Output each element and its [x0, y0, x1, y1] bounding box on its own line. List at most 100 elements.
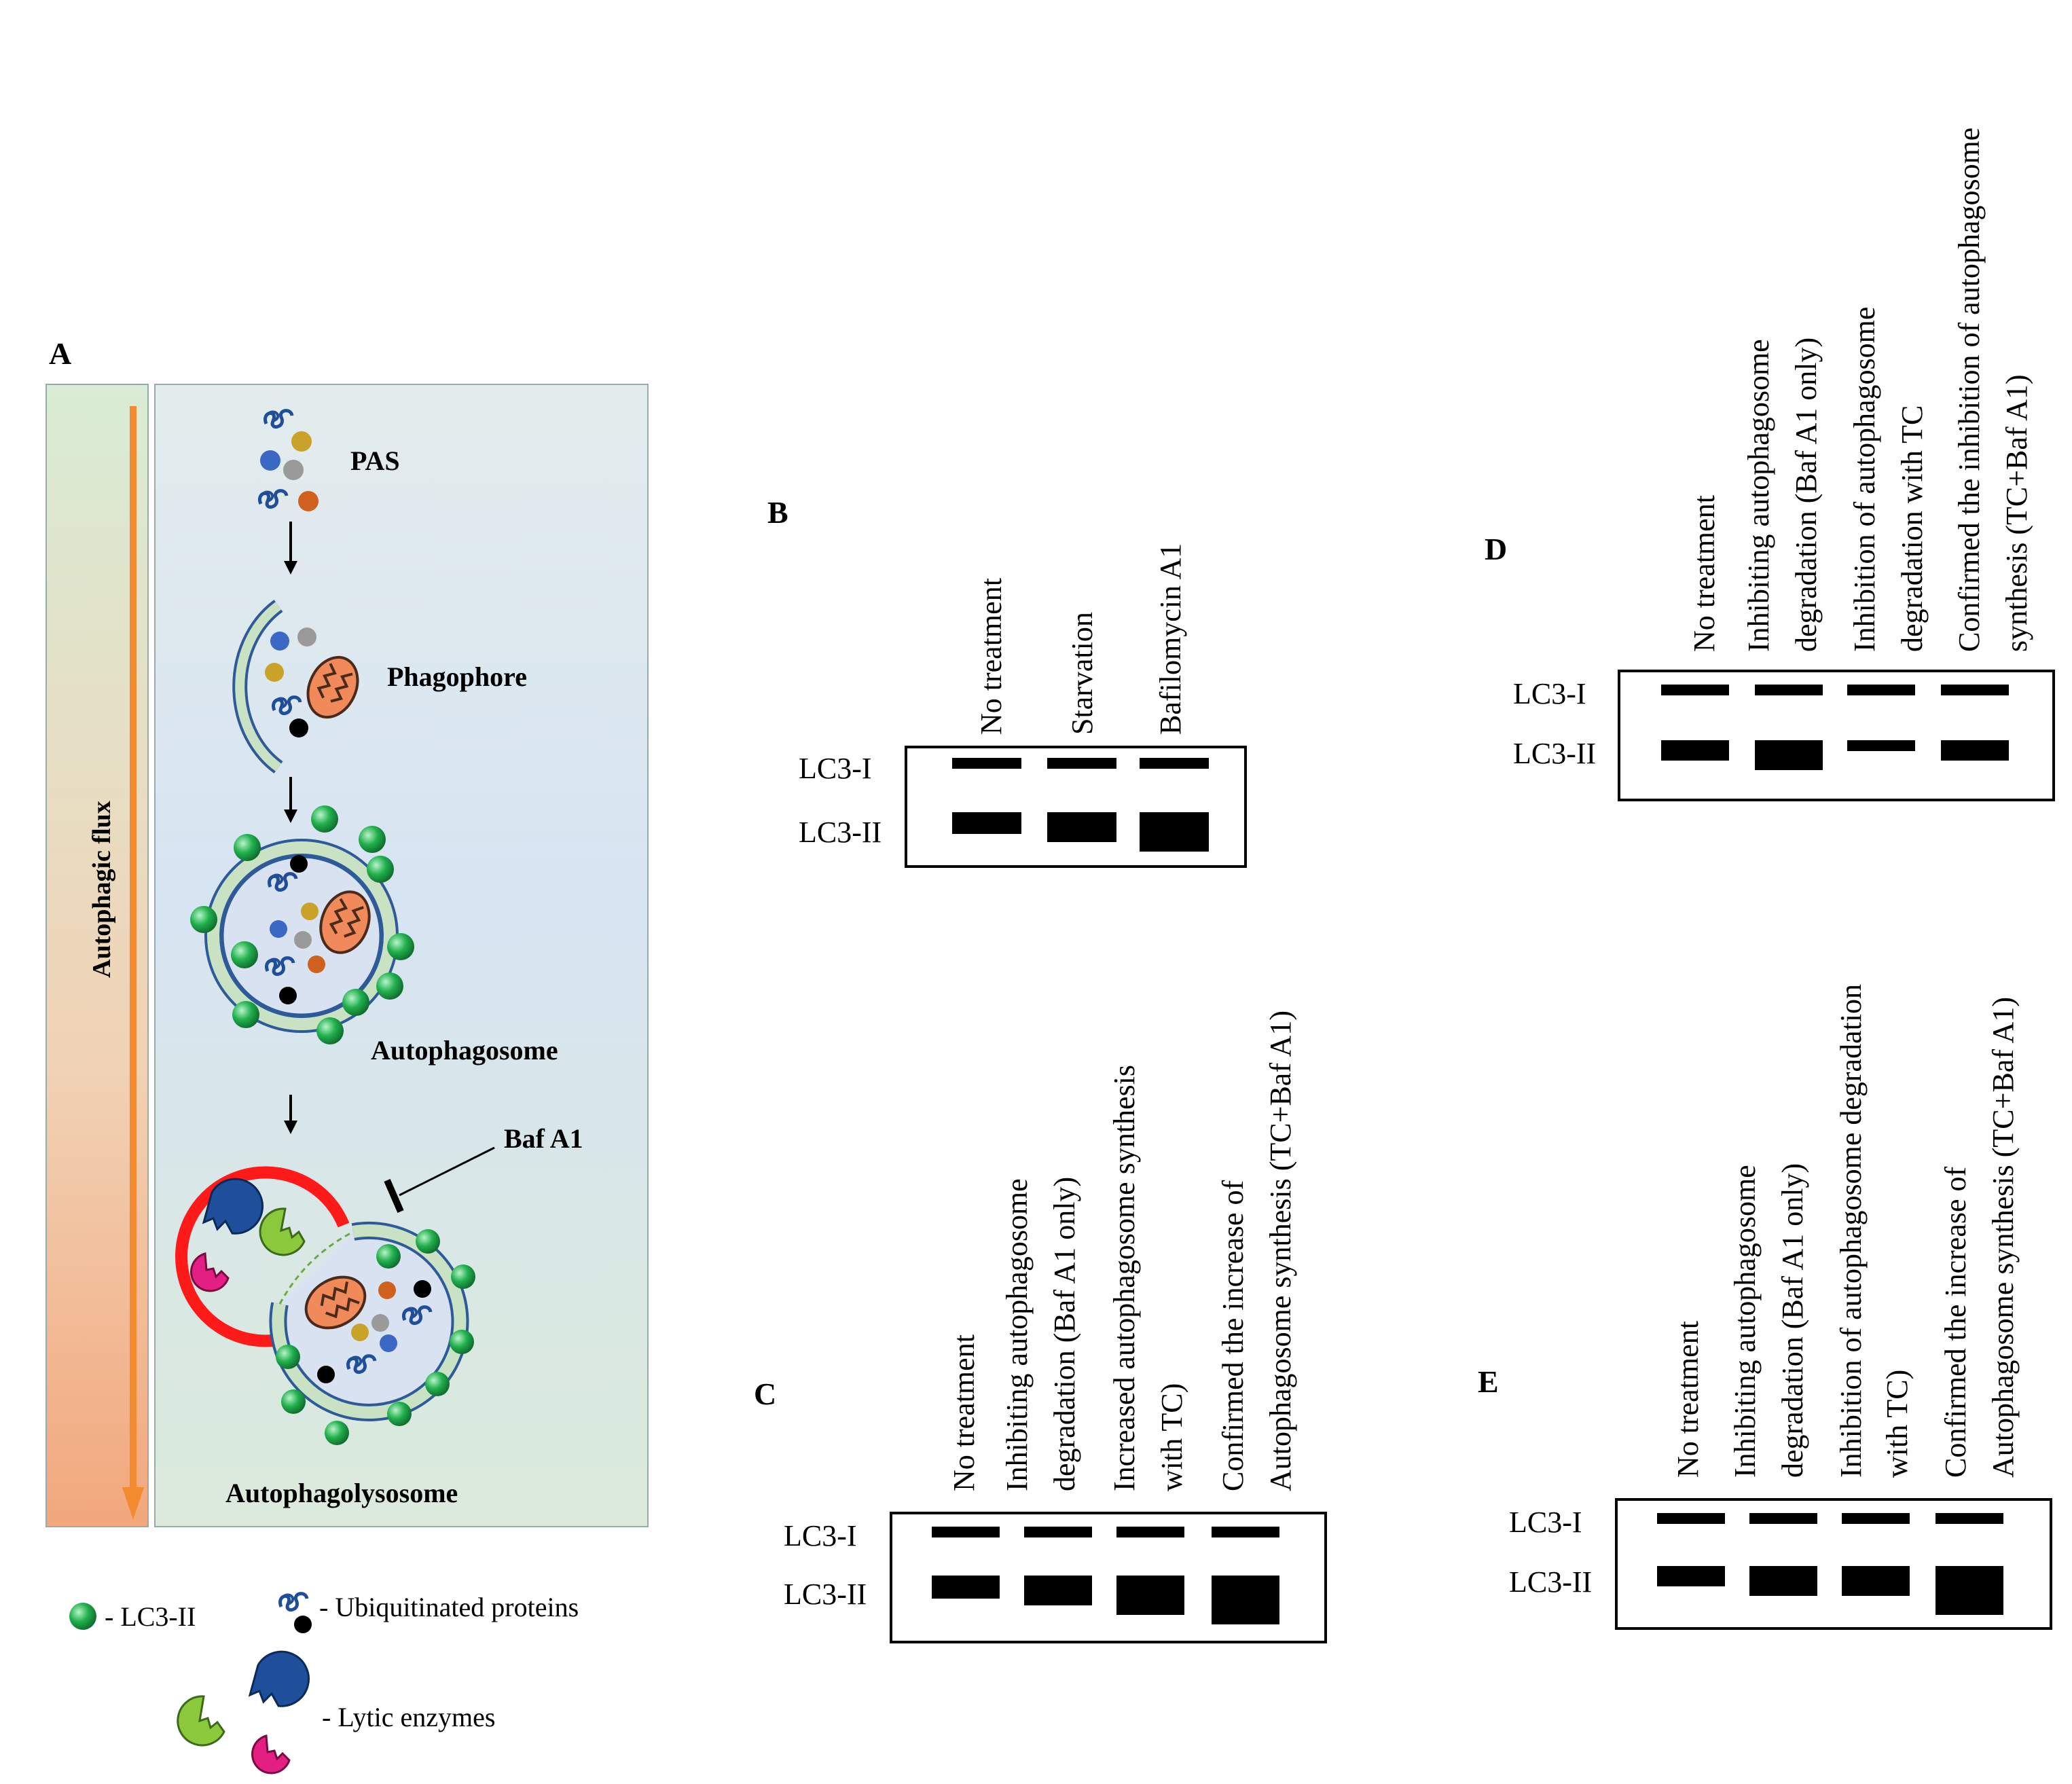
panel-a: A Autophagic flux PAS: [46, 336, 649, 1774]
lane-label-e-4b: Autophagosome synthesis (TC+Baf A1): [1986, 997, 2020, 1478]
particle: [260, 450, 280, 471]
lane-label-d-4b: synthesis (TC+Baf A1): [2000, 374, 2033, 652]
lane-label-b-2: Starvation: [1066, 612, 1099, 735]
band: [1847, 685, 1915, 695]
blot-bands-e: [1657, 1513, 2003, 1615]
band: [1047, 758, 1116, 769]
lane-label-b-1: No treatment: [975, 578, 1008, 735]
particle: [270, 632, 289, 651]
lane-label-d-2b: degradation (Baf A1 only): [1789, 338, 1823, 652]
band: [1749, 1566, 1817, 1596]
stage-label-pas: PAS: [350, 445, 400, 476]
band: [1024, 1576, 1092, 1605]
panel-d-letter: D: [1485, 532, 1507, 566]
row-label-c-lc3-i: LC3-I: [784, 1519, 857, 1552]
band: [1935, 1513, 2003, 1524]
phagophore: [232, 600, 369, 773]
panel-e: E No treatment Inhibiting autophagosome …: [1478, 984, 2052, 1630]
autophagolysosome: [175, 1166, 475, 1445]
band: [1116, 1576, 1184, 1615]
panel-a-letter: A: [49, 336, 71, 371]
arrow-2-head: [284, 809, 297, 823]
panel-e-lane-labels: No treatment Inhibiting autophagosome de…: [1671, 984, 2020, 1478]
lysosome-membrane: [175, 1166, 350, 1347]
band: [1212, 1576, 1279, 1624]
panel-e-letter: E: [1478, 1364, 1499, 1399]
band: [1935, 1566, 2003, 1615]
lane-label-c-3b: with TC): [1155, 1383, 1188, 1491]
inhibitor-bar: [384, 1179, 404, 1213]
lane-label-d-1: No treatment: [1688, 495, 1721, 652]
band: [932, 1527, 1000, 1537]
row-label-b-lc3-ii: LC3-II: [799, 816, 881, 849]
band: [1842, 1513, 1910, 1524]
band: [1024, 1527, 1092, 1537]
arrow-1-head: [284, 561, 297, 575]
lane-label-e-1: No treatment: [1671, 1321, 1705, 1478]
band: [1847, 740, 1915, 751]
row-label-e-lc3-i: LC3-I: [1509, 1506, 1582, 1539]
lc3-dots-fused: [276, 1229, 475, 1445]
lane-label-e-2b: degradation (Baf A1 only): [1776, 1163, 1809, 1478]
lane-label-e-3b: with TC): [1880, 1370, 1914, 1478]
band: [1941, 685, 2009, 695]
band: [1657, 1566, 1725, 1586]
lane-label-c-3a: Increased autophagosome synthesis: [1108, 1065, 1141, 1491]
particle: [291, 431, 312, 452]
inhibitor-label: Baf A1: [504, 1123, 583, 1154]
legend-lc3-icon: [69, 1603, 96, 1630]
stage-label-phagophore: Phagophore: [387, 661, 527, 692]
band: [932, 1576, 1000, 1599]
blot-frame-c: [890, 1512, 1327, 1643]
legend-enzyme-green-icon: [177, 1695, 225, 1747]
particle: [298, 491, 319, 511]
lane-label-c-4a: Confirmed the increase of: [1216, 1180, 1250, 1491]
lane-label-e-2a: Inhibiting autophagosome: [1728, 1165, 1762, 1478]
band: [1755, 740, 1823, 770]
lane-label-e-4a: Confirmed the increase of: [1939, 1166, 1972, 1478]
band: [1842, 1566, 1910, 1596]
flux-label: Autophagic flux: [88, 801, 116, 978]
panel-c-letter: C: [754, 1377, 776, 1411]
legend-ubiquitin-label: - Ubiquitinated proteins: [319, 1592, 579, 1622]
lane-label-c-2a: Inhibiting autophagosome: [1000, 1178, 1034, 1491]
flux-arrow-head: [122, 1487, 144, 1520]
panel-c: C No treatment Inhibiting autophagosome …: [754, 1011, 1327, 1643]
blot-bands-b: [952, 758, 1209, 852]
blot-bands-c: [932, 1527, 1279, 1624]
band: [1140, 758, 1209, 769]
panel-b: B No treatment Starvation Bafilomycin A1…: [767, 495, 1247, 868]
blot-frame-e: [1615, 1498, 2052, 1630]
lane-label-d-4a: Confirmed the inhibition of autophagosom…: [1952, 128, 1986, 652]
band: [1661, 685, 1729, 695]
blot-frame-b: [905, 746, 1247, 868]
lane-label-d-2a: Inhibiting autophagosome: [1742, 339, 1775, 652]
particle: [265, 663, 284, 682]
panel-b-letter: B: [767, 495, 788, 530]
arrow-3-head: [284, 1121, 297, 1134]
particle: [297, 627, 316, 647]
particle: [283, 460, 304, 480]
stage-label-autophagolysosome: Autophagolysosome: [225, 1478, 458, 1508]
legend-lc3-label: - LC3-II: [105, 1601, 196, 1632]
stage-label-autophagosome: Autophagosome: [371, 1035, 558, 1066]
lane-label-e-3a: Inhibition of autophagosome degradation: [1834, 984, 1868, 1478]
band: [1657, 1513, 1725, 1524]
blot-bands-d: [1661, 685, 2009, 770]
panel-d-lane-labels: No treatment Inhibiting autophagosome de…: [1688, 128, 2033, 652]
lane-label-d-3b: degradation with TC: [1895, 405, 1929, 652]
row-label-d-lc3-i: LC3-I: [1513, 677, 1586, 710]
legend-lytic-label: - Lytic enzymes: [322, 1702, 495, 1732]
legend: - LC3-II - Ubiquitinated proteins - Lyti…: [69, 1592, 579, 1774]
enzyme-pink: [190, 1252, 230, 1292]
legend-enzyme-blue-icon: [248, 1650, 310, 1707]
row-label-e-lc3-ii: LC3-II: [1509, 1565, 1592, 1599]
pas-cluster: [259, 411, 319, 511]
lane-label-c-4b: Autophagosome synthesis (TC+Baf A1): [1264, 1011, 1297, 1491]
band: [1116, 1527, 1184, 1537]
band: [952, 758, 1021, 769]
panel-b-lane-labels: No treatment Starvation Bafilomycin A1: [975, 543, 1187, 735]
band: [952, 812, 1021, 834]
particle: [289, 718, 308, 738]
